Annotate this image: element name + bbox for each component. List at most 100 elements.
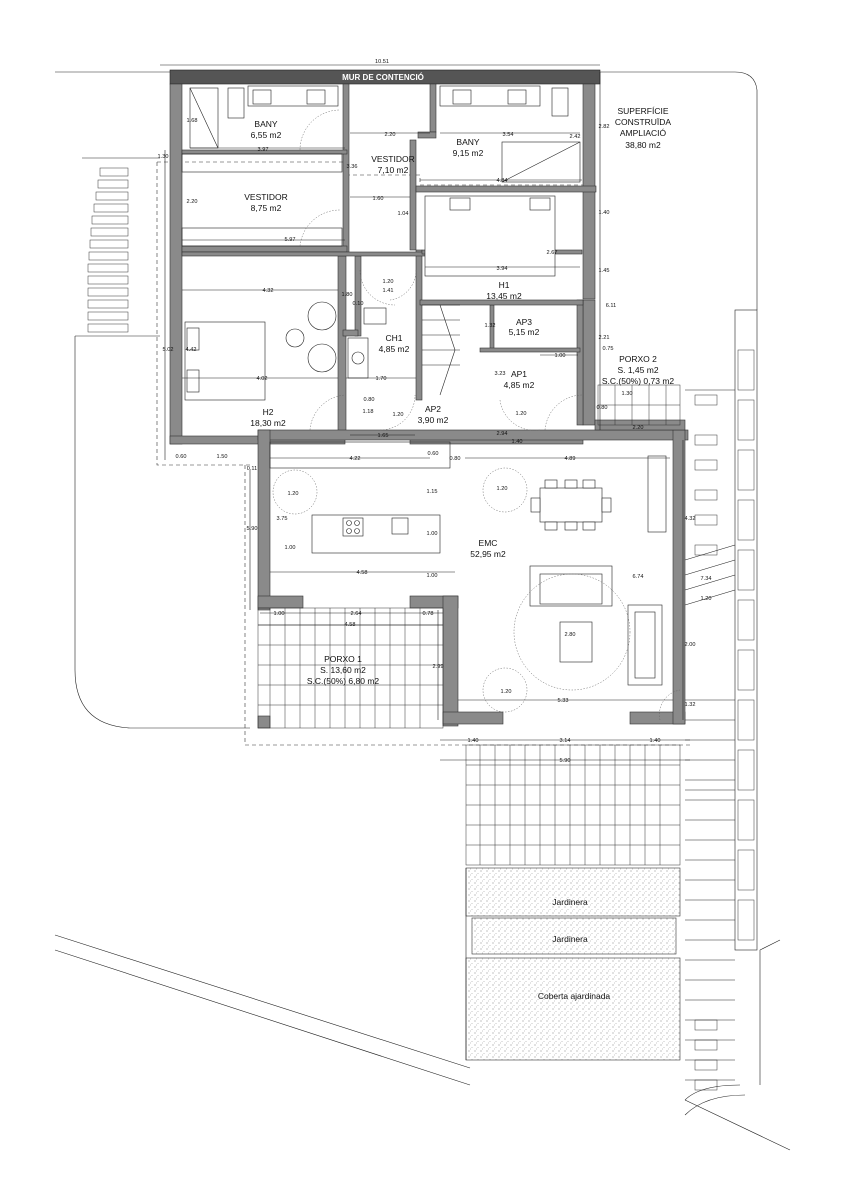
dim-label: 2.67	[547, 250, 558, 256]
dim-label: 1.20	[516, 411, 527, 417]
dim-label: 1.20	[288, 491, 299, 497]
dim-label: 1.20	[383, 279, 394, 285]
porxo1-tiles	[257, 607, 444, 729]
dim-label: 4.89	[565, 456, 576, 462]
dim-label: 5.97	[285, 237, 296, 243]
coberta-label: Coberta ajardinada	[538, 991, 611, 1001]
dim-label: 1.30	[622, 391, 633, 397]
room-vestidor1-area: 7,10 m2	[378, 165, 409, 175]
dim-label: 1.60	[373, 196, 384, 202]
dim-label: 1.50	[217, 454, 228, 460]
dim-label: 6.74	[633, 574, 644, 580]
room-ap1-area: 4,85 m2	[504, 380, 535, 390]
walls	[169, 69, 689, 729]
dim-label: 1.30	[158, 154, 169, 160]
room-bany2-area: 9,15 m2	[453, 148, 484, 158]
dim-label: 2.80	[565, 632, 576, 638]
dim-label: 1.40	[468, 738, 479, 744]
room-emc-area: 52,95 m2	[470, 549, 506, 559]
room-porxo2-s: S. 1,45 m2	[617, 365, 658, 375]
superficie-value: 38,80 m2	[625, 140, 661, 150]
dim-label: 2.21	[599, 335, 610, 341]
room-h2-name: H2	[263, 407, 274, 417]
dim-label: 1.45	[599, 268, 610, 274]
dim-label: 2.20	[385, 132, 396, 138]
terrace-tiles	[465, 744, 681, 866]
dim-label: 0.80	[597, 405, 608, 411]
dim-label: 1.32	[485, 323, 496, 329]
dim-label: 1.68	[187, 118, 198, 124]
room-h1-name: H1	[499, 280, 510, 290]
dim-label: 2.94	[497, 431, 508, 437]
porxo2-tiles	[597, 384, 681, 426]
room-bany1-area: 6,55 m2	[251, 130, 282, 140]
retaining-wall-label: MUR DE CONTENCIÓ	[342, 73, 424, 82]
dim-label: 0.80	[364, 397, 375, 403]
dim-label: 4.84	[497, 178, 508, 184]
dim-label: 1.40	[650, 738, 661, 744]
dim-label: 0.10	[353, 301, 364, 307]
dim-label: 1.40	[512, 439, 523, 445]
dim-label: 1.65	[378, 433, 389, 439]
dim-label: 3.75	[277, 516, 288, 522]
dim-label: 3.14	[560, 738, 571, 744]
room-ap2-name: AP2	[425, 404, 441, 414]
room-porxo1-name: PORXO 1	[324, 654, 362, 664]
room-ap2-area: 3,90 m2	[418, 415, 449, 425]
jardinera-2-label: Jardinera	[552, 934, 588, 944]
dim-label: 1.40	[599, 210, 610, 216]
dim-label: 2.99	[433, 664, 444, 670]
dim-label: 2.20	[633, 425, 644, 431]
dim-label: 1.00	[427, 573, 438, 579]
room-porxo1-sc: S.C.(50%) 6,80 m2	[307, 676, 380, 686]
room-labels: BANY 6,55 m2 BANY 9,15 m2 VESTIDOR 7,10 …	[244, 119, 674, 686]
room-ch1-name: CH1	[385, 333, 402, 343]
exterior-steps-left	[87, 167, 129, 333]
dim-label: 2.64	[351, 611, 362, 617]
superficie-line1: SUPERFÍCIE	[617, 106, 668, 116]
dim-label: 6.11	[606, 303, 616, 309]
superficie-line3: AMPLIACIÓ	[620, 128, 667, 138]
room-ch1-area: 4,85 m2	[379, 344, 410, 354]
dim-label: 4.42	[186, 347, 197, 353]
dim-label: 1.20	[501, 689, 512, 695]
dim-label: 4.32	[685, 516, 696, 522]
dim-label: 1.20	[701, 596, 712, 602]
dim-label: 5.02	[163, 347, 174, 353]
dim-label: 1.04	[398, 211, 409, 217]
door-swings	[272, 109, 681, 721]
dim-label: 1.20	[497, 486, 508, 492]
dim-label: 5.90	[560, 758, 571, 764]
dim-label: 1.15	[427, 489, 438, 495]
dim-label: 1.70	[376, 376, 387, 382]
superficie-note: SUPERFÍCIE CONSTRUÏDA AMPLIACIÓ 38,80 m2	[615, 106, 672, 150]
dim-label: 3.36	[347, 164, 358, 170]
room-h1-area: 13,45 m2	[486, 291, 522, 301]
dimension-lines	[160, 64, 690, 761]
room-porxo1-s: S. 13,60 m2	[320, 665, 366, 675]
dim-label: 5.33	[558, 698, 569, 704]
room-porxo2-sc: S.C.(50%) 0,73 m2	[602, 376, 675, 386]
dim-label: 4.58	[357, 570, 368, 576]
room-bany2-name: BANY	[456, 137, 479, 147]
dim-label: 3.94	[497, 266, 508, 272]
dim-label: 4.58	[345, 622, 356, 628]
dim-label: 3.54	[503, 132, 514, 138]
site-boundary	[54, 71, 791, 1151]
dim-label: 0.78	[423, 611, 434, 617]
room-vestidor2-area: 8,75 m2	[251, 203, 282, 213]
superficie-line2: CONSTRUÏDA	[615, 117, 672, 127]
dim-label: 1.00	[427, 531, 438, 537]
dim-label: 2.00	[685, 642, 696, 648]
dimension-labels: 10.51 3.97 2.20 3.54 2.42 2.82 1.68 1.30…	[158, 59, 712, 764]
jardinera-1-label: Jardinera	[552, 897, 588, 907]
dim-label: 1.18	[363, 409, 374, 415]
dim-label: 1.00	[555, 353, 566, 359]
dim-label: 1.20	[393, 412, 404, 418]
dim-label: 0.60	[176, 454, 187, 460]
dim-label: 0.75	[603, 346, 614, 352]
room-bany1-name: BANY	[254, 119, 277, 129]
exterior-stair-right	[684, 309, 758, 1116]
dim-label: 1.41	[383, 288, 394, 294]
